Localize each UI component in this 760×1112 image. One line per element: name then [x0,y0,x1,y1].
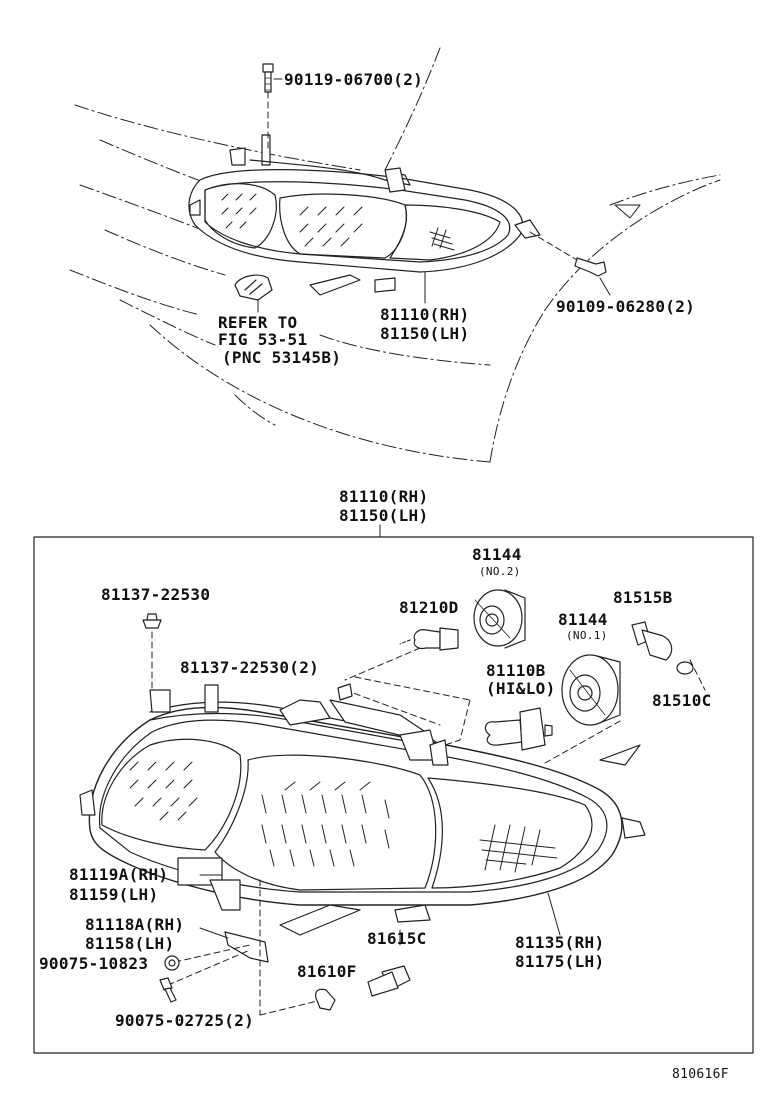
label-top-assy-lh: 81150(LH) [380,324,470,343]
label-screw: 90075-02725(2) [115,1011,255,1030]
label-bolt-top: 90119-06700(2) [284,70,424,89]
clip-icon [234,274,273,313]
label-socket-no1-sub: (NO.1) [566,629,608,642]
label-bracket-rh: 81119A(RH) [69,865,169,884]
bulb-hilo-icon [484,707,553,751]
label-bracket-lh: 81159(LH) [69,885,159,904]
headlamp-detail [79,684,646,963]
bulb-81510c-icon [676,661,694,675]
label-socket-no2: 81144 [472,545,522,564]
label-bulb-hilo: 81110B [486,661,546,680]
screw-icon [159,977,177,1003]
figure-code: 810616F [672,1067,729,1082]
label-leaders [199,874,561,946]
clip-top-icon [142,613,162,629]
label-bolt-right: 90109-06280(2) [556,297,696,316]
label-bulb-81515b: 81515B [613,588,673,607]
label-bulb-81210d: 81210D [399,598,459,617]
detail-frame [33,536,754,1054]
label-lens-rh: 81135(RH) [515,933,605,952]
label-box-lh: 81150(LH) [339,506,429,525]
nut-icon [164,955,180,971]
label-lens-lh: 81175(LH) [515,952,605,971]
label-bulb-hilo-sub: (HI&LO) [486,679,556,698]
headlamp-top [188,134,541,296]
bulb-81210d-icon [399,627,459,651]
label-refer-3: (PNC 53145B) [222,348,342,367]
label-bulb-81610f: 81610F [297,962,357,981]
label-bracket2-rh: 81118A(RH) [85,915,185,934]
label-clip-top: 81137-22530 [101,585,211,604]
label-socket-81615c: 81615C [367,929,427,948]
label-top-assy-rh: 81110(RH) [380,305,470,324]
label-nut: 90075-10823 [39,954,149,973]
bulb-81610f-icon [315,988,336,1011]
socket-no2-icon [473,589,526,649]
label-refer-1: REFER TO [218,313,298,332]
label-box-rh: 81110(RH) [339,487,429,506]
socket-no1-icon [561,654,621,726]
bolt-right-icon [529,231,611,296]
clip-small-icon [337,683,353,701]
bolt-top-icon [262,63,283,151]
label-socket-no2-sub: (NO.2) [479,565,521,578]
label-bracket2-lh: 81158(LH) [85,934,175,953]
socket-81615c-icon [367,965,411,997]
label-socket-no1: 81144 [558,610,608,629]
label-refer-2: FIG 53-51 [218,330,308,349]
label-clip-2: 81137-22530(2) [180,658,320,677]
label-bulb-81510c: 81510C [652,691,712,710]
bulb-81515b-icon [631,621,673,661]
